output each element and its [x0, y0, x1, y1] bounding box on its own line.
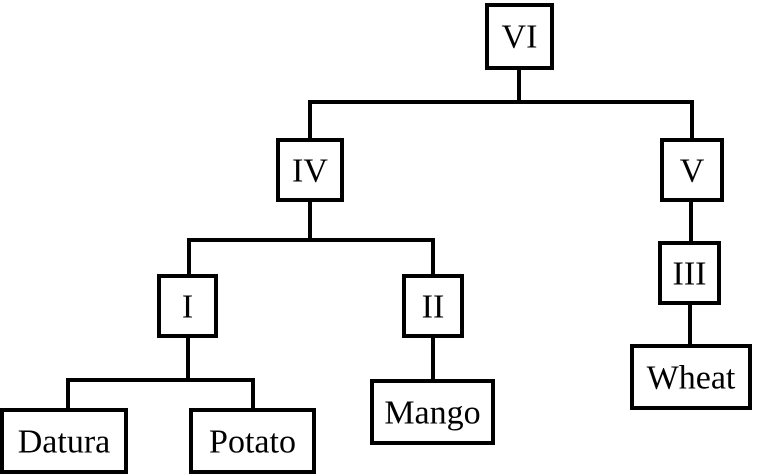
node-iii: III: [658, 241, 721, 305]
node-vi: VI: [485, 3, 554, 70]
node-label: Wheat: [647, 360, 736, 397]
node-label: V: [680, 153, 705, 190]
node-label: II: [422, 289, 445, 326]
edge-iv-children: [187, 198, 435, 278]
node-label: VI: [502, 19, 538, 56]
node-label: Datura: [18, 424, 111, 461]
node-v: V: [660, 138, 724, 202]
node-datura: Datura: [0, 408, 128, 474]
node-label: I: [182, 289, 193, 326]
node-iv: IV: [276, 138, 344, 202]
node-potato: Potato: [189, 408, 316, 474]
edge-i-children: [66, 334, 255, 412]
node-ii: II: [402, 274, 464, 338]
node-label: Potato: [209, 424, 296, 461]
node-i: I: [157, 274, 218, 338]
edge-vi-children: [308, 66, 694, 142]
edges: [66, 66, 694, 412]
node-mango: Mango: [370, 379, 495, 445]
node-label: IV: [292, 153, 328, 190]
node-label: Mango: [384, 395, 480, 432]
node-label: III: [673, 256, 707, 293]
node-wheat: Wheat: [630, 344, 752, 410]
